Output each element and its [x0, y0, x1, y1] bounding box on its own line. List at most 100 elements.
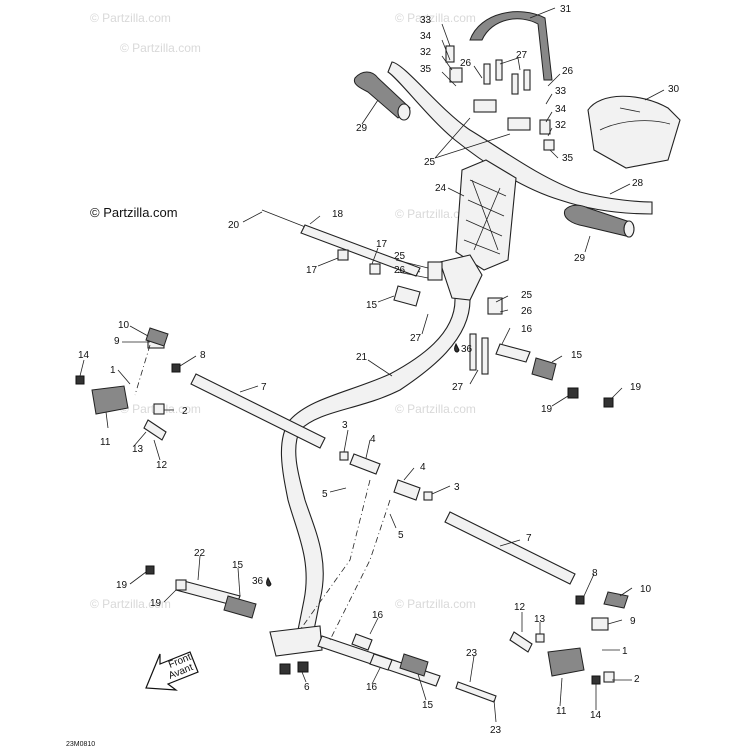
rod-end-4-a	[349, 453, 381, 475]
callout-17-b: 17	[306, 265, 318, 276]
callout-23-a: 23	[466, 648, 478, 659]
bushing-15-b	[531, 357, 557, 381]
pad-logo	[619, 107, 641, 113]
watermark-8: © Partzilla.com	[395, 597, 476, 611]
callout-26-c: 26	[394, 265, 406, 276]
callout-28: 28	[632, 178, 644, 189]
bushing-16-a	[495, 343, 531, 363]
callout-33-a: 33	[420, 15, 432, 26]
nut-8-a	[171, 363, 181, 373]
callout-12-a: 12	[156, 460, 168, 471]
callout-33-b: 33	[555, 86, 567, 97]
nut-19-c	[145, 565, 155, 575]
nut-19-a	[567, 387, 579, 399]
callout-22: 22	[194, 548, 206, 559]
callout-1-a: 1	[110, 365, 116, 376]
callout-19-c: 19	[116, 580, 128, 591]
callout-25-b: 25	[394, 251, 406, 262]
bolt-12-b	[509, 631, 533, 653]
callout-11-b: 11	[556, 706, 567, 717]
watermark-3: © Partzilla.com	[120, 41, 201, 55]
bracket-25-a	[427, 261, 443, 281]
centerline-1	[299, 479, 371, 631]
bolt-12-a	[143, 419, 167, 441]
steering-arm-11-b	[547, 647, 585, 677]
callout-31: 31	[560, 4, 572, 15]
bracket-25-b	[487, 297, 503, 315]
rod-end-9-b	[591, 617, 609, 631]
rod-end-4-b	[393, 479, 421, 501]
callout-19-b: 19	[541, 404, 553, 415]
nut-6-b	[297, 661, 309, 673]
right-grip-end	[623, 220, 635, 238]
callout-8-b: 8	[592, 568, 598, 579]
steering-riser	[455, 159, 517, 271]
tie-rod-left	[190, 373, 326, 449]
nut-19-b	[603, 397, 614, 408]
copyright-text: © Partzilla.com	[90, 205, 178, 220]
handlebar-pad	[587, 95, 681, 169]
callout-16-b: 16	[372, 610, 384, 621]
callout-35-a: 35	[420, 64, 432, 75]
callout-9-a: 9	[114, 336, 120, 347]
bushing-15-a	[393, 285, 421, 307]
callout-29-b: 29	[574, 253, 586, 264]
steering-arm-11-a	[91, 385, 129, 415]
callout-1-b: 1	[622, 646, 628, 657]
callout-15-d: 15	[422, 700, 434, 711]
callout-32-a: 32	[420, 47, 432, 58]
washer-19-d	[175, 579, 187, 591]
callout-5-a: 5	[322, 489, 328, 500]
callout-16-a: 16	[521, 324, 533, 335]
washer-3-b	[423, 491, 433, 501]
watermarks: © Partzilla.com © Partzilla.com © Partzi…	[90, 11, 476, 611]
callout-30: 30	[668, 84, 680, 95]
callout-27-b: 27	[410, 333, 422, 344]
callout-35-b: 35	[562, 153, 574, 164]
callout-34-a: 34	[420, 31, 432, 42]
callout-23-b: 23	[490, 725, 502, 736]
callout-29-a: 29	[356, 123, 368, 134]
washer-17-a	[337, 249, 349, 261]
nut-10-b	[603, 591, 629, 609]
callout-8-a: 8	[200, 350, 206, 361]
callout-26-d: 26	[521, 306, 533, 317]
nut-14-b	[591, 675, 601, 685]
callout-24: 24	[435, 183, 447, 194]
callout-36-a: 36	[461, 344, 473, 355]
callout-19-a: 19	[630, 382, 642, 393]
callout-labels: 31 33 34 32 35 26 27 26 33 34 32 35 29 3…	[78, 4, 680, 736]
callout-13-a: 13	[132, 444, 144, 455]
tie-rod-right	[444, 511, 576, 585]
callout-25-c: 25	[521, 290, 533, 301]
callout-3-b: 3	[454, 482, 460, 493]
callout-17-a: 17	[376, 239, 388, 250]
callout-7-a: 7	[261, 382, 267, 393]
callout-14-b: 14	[590, 710, 602, 721]
watermark-5: © Partzilla.com	[395, 402, 476, 416]
washer-13-b	[535, 633, 545, 643]
callout-10-a: 10	[118, 320, 130, 331]
callout-36-b: 36	[252, 576, 264, 587]
nut-8-b	[575, 595, 585, 605]
callout-5-b: 5	[398, 530, 404, 541]
column-top-bracket	[439, 254, 483, 301]
callout-14-a: 14	[78, 350, 90, 361]
bolt-23	[455, 681, 497, 703]
callout-20: 20	[228, 220, 240, 231]
callout-4-b: 4	[420, 462, 426, 473]
watermark-7: © Partzilla.com	[90, 597, 171, 611]
callout-18: 18	[332, 209, 344, 220]
callout-7-b: 7	[526, 533, 532, 544]
callout-10-b: 10	[640, 584, 652, 595]
bolt-27-a	[469, 333, 477, 371]
callout-27-a: 27	[516, 50, 528, 61]
callout-9-b: 9	[630, 616, 636, 627]
callout-6: 6	[304, 682, 310, 693]
callout-3-a: 3	[342, 420, 348, 431]
bushing-15-c	[223, 595, 257, 619]
bushing-16-b	[351, 633, 373, 651]
leader-lines	[79, 7, 665, 723]
callout-2-a: 2	[182, 406, 188, 417]
